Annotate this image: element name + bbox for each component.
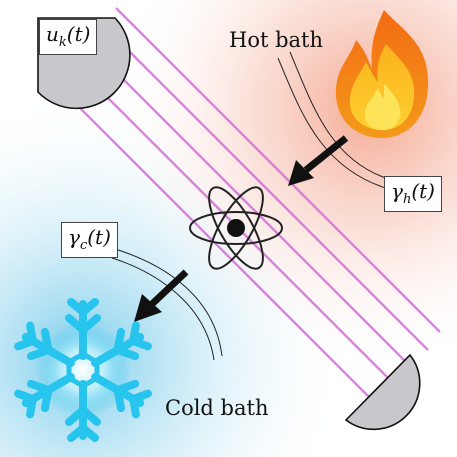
- control-argument: (t): [66, 22, 91, 46]
- laser-beams: [53, 7, 441, 413]
- atom-icon: [189, 186, 283, 270]
- control-symbol: u: [46, 22, 59, 46]
- system-to-cold-arrow: [134, 269, 189, 322]
- control-subscript: k: [58, 35, 67, 50]
- control-label: uk(t): [39, 19, 98, 55]
- hot-to-system-arrow: [288, 135, 349, 186]
- gamma-c-argument: (t): [87, 225, 111, 249]
- snowflake-glow: [35, 322, 131, 418]
- snowflake-icon: [17, 298, 149, 438]
- gamma-h-subscript: h: [402, 192, 412, 207]
- gamma-c-subscript: c: [79, 238, 88, 253]
- cold-bath-label: Cold bath: [165, 396, 269, 420]
- gamma-c-symbol: γ: [68, 225, 80, 249]
- flame-icon: [335, 10, 429, 138]
- hot-bath-label: Hot bath: [229, 28, 323, 52]
- gamma-h-symbol: γ: [391, 179, 403, 203]
- gamma-h-label: γh(t): [384, 176, 442, 212]
- mirror-bottom-right: [344, 353, 421, 431]
- gamma-h-argument: (t): [411, 179, 435, 203]
- hot-coupling-lines: [277, 51, 393, 191]
- cold-coupling-lines: [111, 247, 223, 361]
- gamma-c-label: γc(t): [61, 222, 118, 258]
